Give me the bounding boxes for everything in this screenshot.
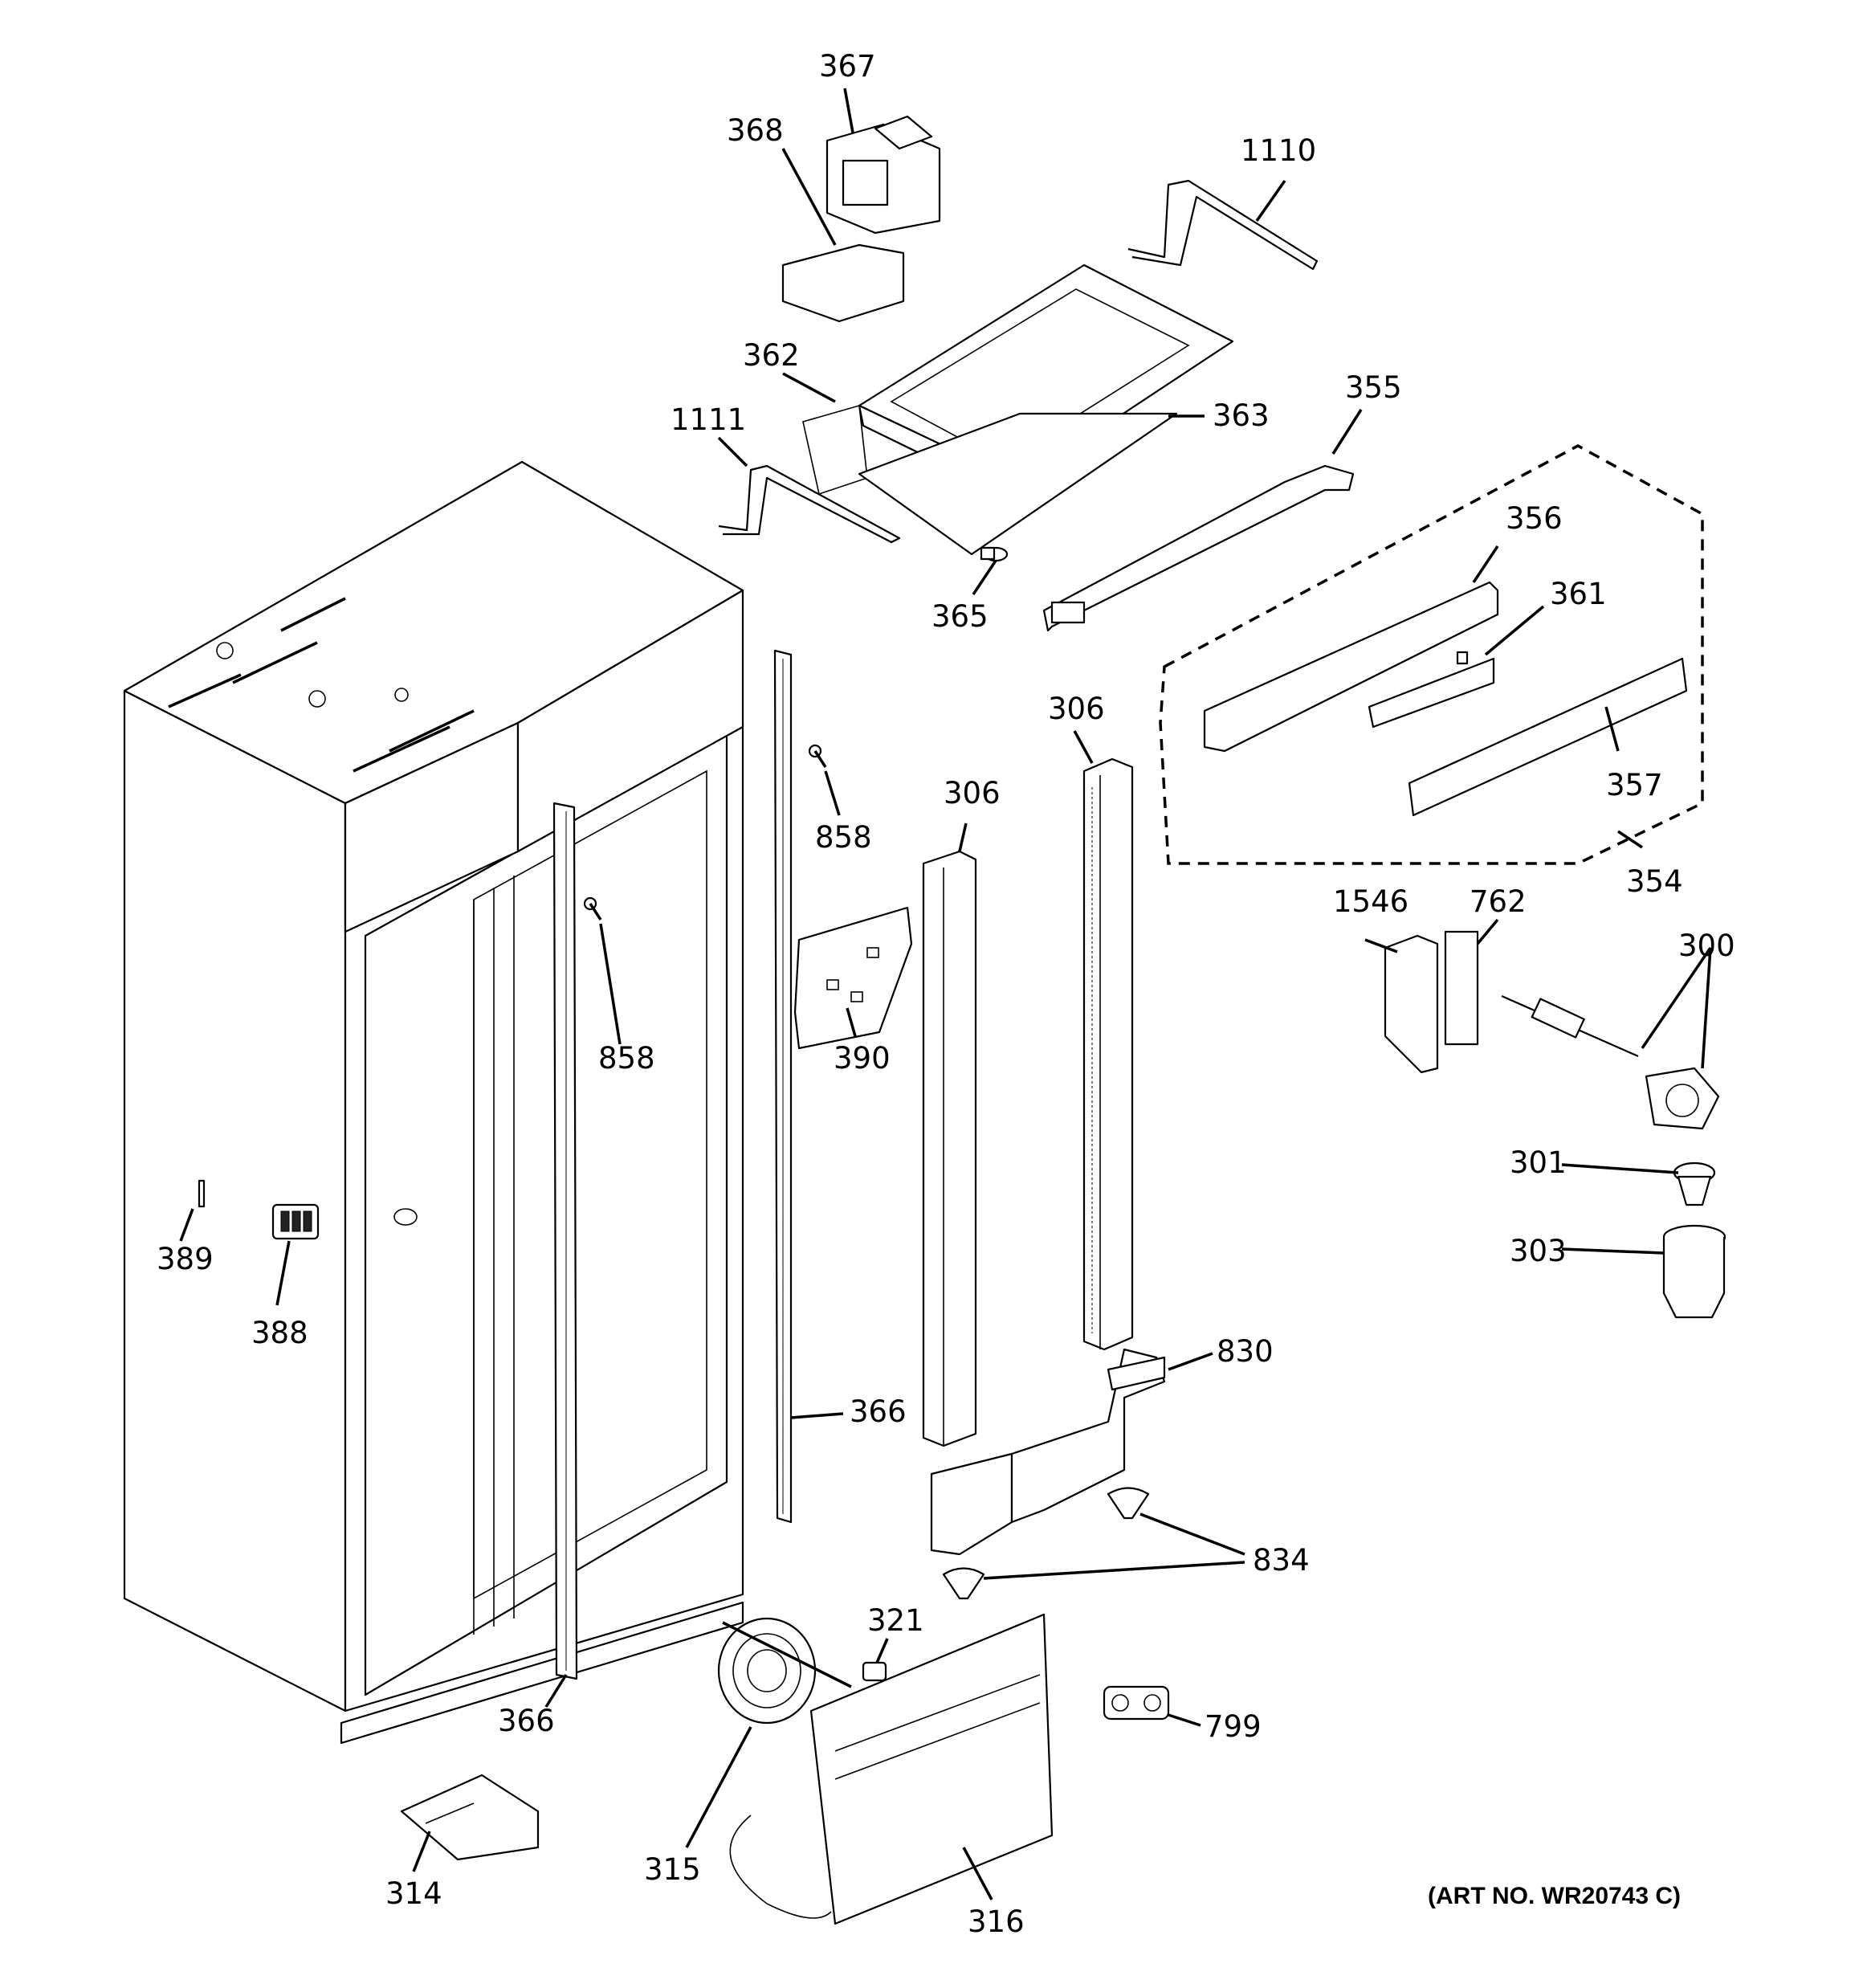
leader-lines (179, 88, 1712, 1900)
callout-301: 301 (1510, 1145, 1567, 1180)
refrigerator-case (123, 460, 744, 1745)
clip-365 (980, 546, 1009, 562)
art-number: (ART NO. WR20743 C) (1428, 1883, 1681, 1909)
valve-799 (1103, 1685, 1170, 1721)
panel-316 (729, 1613, 1054, 1925)
gasket-363 (858, 412, 1178, 556)
block-762 (1444, 930, 1479, 1046)
plate-314 (400, 1774, 540, 1861)
control-assembly-354 (1159, 444, 1704, 865)
callout-321: 321 (867, 1603, 924, 1638)
callout-314: 314 (385, 1876, 442, 1911)
callout-354: 354 (1626, 864, 1683, 899)
callout-367: 367 (819, 49, 876, 84)
callout-388: 388 (251, 1316, 308, 1350)
callout-389: 389 (157, 1242, 214, 1276)
callout-1546: 1546 (1333, 884, 1408, 919)
bracket-355 (1042, 464, 1355, 632)
callout-834: 834 (1253, 1543, 1310, 1578)
callout-362: 362 (743, 338, 800, 373)
bracket-830 (930, 1348, 1166, 1556)
fitting-321 (862, 1661, 887, 1682)
callout-361: 361 (1550, 577, 1607, 611)
callout-357: 357 (1606, 768, 1663, 802)
callout-1111: 1111 (671, 402, 746, 437)
pump-300 (1501, 994, 1720, 1130)
bracket-1110 (1127, 179, 1319, 271)
rail-306-long (1082, 757, 1134, 1351)
bracket-1111 (718, 464, 901, 544)
callout-355: 355 (1345, 370, 1402, 405)
callout-306-right: 306 (1048, 692, 1105, 726)
callout-300: 300 (1678, 929, 1735, 963)
callout-830: 830 (1217, 1334, 1274, 1369)
callout-303: 303 (1510, 1234, 1567, 1268)
screw-858 (583, 744, 827, 921)
callout-762: 762 (1470, 884, 1527, 919)
callout-368: 368 (727, 113, 784, 148)
housing-367 (826, 115, 941, 235)
callout-316: 316 (968, 1904, 1025, 1939)
fan-315 (717, 1617, 852, 1725)
callout-799: 799 (1205, 1709, 1262, 1744)
cap-301 (1673, 1161, 1716, 1206)
callout-365: 365 (932, 599, 989, 634)
filter-303 (1662, 1224, 1726, 1319)
rail-306-short (922, 850, 977, 1447)
cover-368 (781, 243, 905, 323)
callout-315: 315 (644, 1852, 701, 1887)
callout-858-lower: 858 (598, 1041, 655, 1076)
bracket-1546 (1384, 934, 1439, 1074)
callout-1110: 1110 (1241, 133, 1316, 168)
callout-356: 356 (1506, 501, 1563, 536)
callout-858-upper: 858 (815, 820, 872, 855)
callout-labels: 367 368 1110 362 1111 363 355 365 356 36… (157, 49, 1735, 1939)
callout-366-left: 366 (498, 1704, 555, 1738)
callout-366-right: 366 (850, 1394, 907, 1429)
callout-390: 390 (834, 1041, 891, 1076)
callout-363: 363 (1213, 398, 1270, 433)
leveling-foot-834 (942, 1487, 1150, 1600)
bracket-plate-390 (793, 906, 913, 1050)
trim-strip-366 (552, 649, 793, 1680)
callout-306-left: 306 (944, 776, 1001, 810)
